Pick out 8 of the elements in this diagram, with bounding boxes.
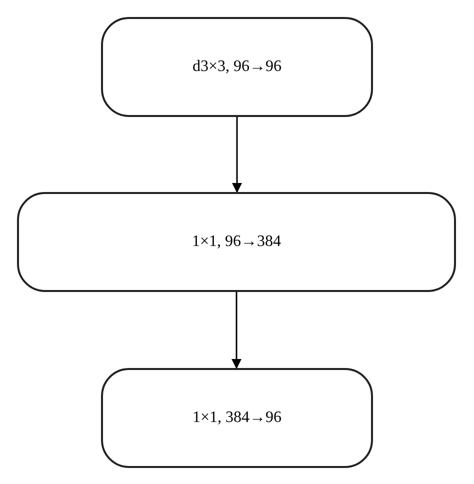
box-label: d3×3, 96→96 [192,57,282,77]
process-box [17,192,456,292]
box-label: 1×1, 96→384 [192,232,282,252]
process-box [101,17,373,117]
arrow [232,117,242,193]
box-label: 1×1, 384→96 [192,408,282,428]
arrow [232,292,242,369]
process-box [101,368,373,468]
